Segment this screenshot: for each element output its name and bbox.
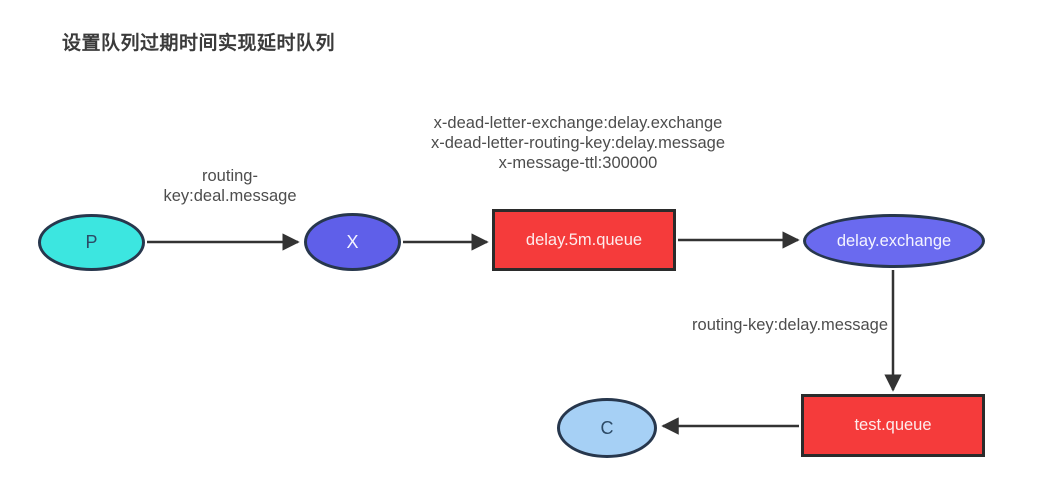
- delay-exchange-node: delay.exchange: [803, 214, 985, 268]
- routing-key-deal-label: routing- key:deal.message: [128, 166, 332, 206]
- delay-queue-label: delay.5m.queue: [525, 230, 643, 249]
- queue-arguments-line2: x-dead-letter-routing-key:delay.message: [430, 134, 726, 152]
- consumer-label: C: [600, 417, 614, 438]
- producer-label: P: [85, 232, 98, 252]
- page-title: 设置队列过期时间实现延时队列: [62, 33, 336, 54]
- queue-arguments-line1: x-dead-letter-exchange:delay.exchange: [433, 114, 723, 132]
- queue-arguments-label: x-dead-letter-exchange:delay.exchange x-…: [368, 113, 788, 173]
- test-queue-label: test.queue: [854, 416, 932, 434]
- consumer-node: C: [557, 398, 657, 458]
- queue-arguments-line3: x-message-ttl:300000: [498, 154, 658, 172]
- delay-queue-node: delay.5m.queue: [492, 209, 676, 271]
- delay-exchange-label: delay.exchange: [836, 231, 952, 250]
- routing-key-deal-label-line1: routing-: [202, 167, 258, 185]
- routing-key-deal-label-line2: key:deal.message: [163, 187, 297, 205]
- producer-node: P: [38, 214, 145, 271]
- test-queue-node: test.queue: [801, 394, 985, 457]
- routing-key-delay-label: routing-key:delay.message: [692, 316, 888, 334]
- exchange-x-node: X: [304, 213, 401, 271]
- exchange-x-label: X: [346, 231, 359, 252]
